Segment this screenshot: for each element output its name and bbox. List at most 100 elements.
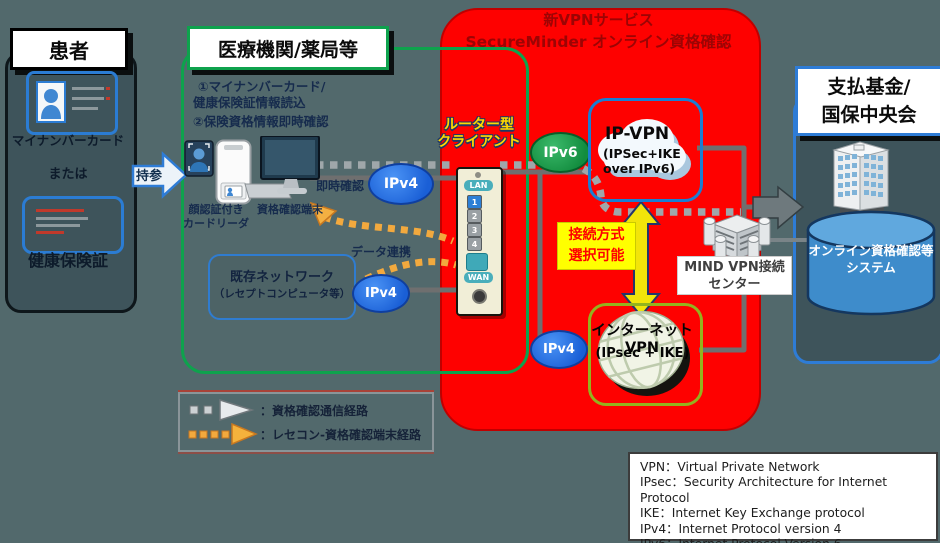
glossary-line: IPsec：Security Architecture for Internet… <box>640 475 888 505</box>
person-icon <box>41 89 61 119</box>
payer-title-line1: 支払基金/ <box>827 76 911 98</box>
carry-arrow <box>131 151 188 199</box>
router-lan-chip: LAN <box>464 180 493 191</box>
router-port-2: 2 <box>467 209 482 223</box>
gray-dashed-arrow-icon <box>189 398 255 422</box>
connection-choice-box: 接続方式 選択可能 <box>557 222 636 270</box>
or-text: または <box>48 166 88 182</box>
ipv4-chip-terminal: IPv4 <box>368 163 434 205</box>
glossary-line: VPN：Virtual Private Network <box>640 460 820 474</box>
datalink-label: データ連携 <box>351 245 412 259</box>
insurance-card-label: 健康保険証 <box>5 249 131 270</box>
router-button <box>472 289 487 304</box>
card-line <box>72 97 104 100</box>
ipv4-text: IPv4 <box>365 286 397 301</box>
legend-row2-text: ：レセコン-資格確認端末経路 <box>260 427 421 442</box>
ipv4-text: IPv4 <box>543 342 575 357</box>
step2-line: ②保険資格情報即時確認 <box>193 114 329 129</box>
router-label-line1: ルーター型 <box>444 117 514 133</box>
payer-title-box: 支払基金/ 国保中央会 <box>795 66 940 136</box>
legend-row1-text: ：資格確認通信経路 <box>260 403 369 418</box>
terminal-label-text: 資格確認端末 <box>257 202 323 216</box>
carry-text: 持参 <box>136 169 163 184</box>
online-system-label2: システム <box>806 259 936 275</box>
router-wan-chip: WAN <box>464 272 493 283</box>
card-line <box>36 217 88 220</box>
card-line-red <box>36 209 84 212</box>
inetvpn-title-text: インターネットVPN <box>591 322 693 356</box>
router-device: LAN 1 2 3 4 WAN <box>456 167 503 316</box>
existing-net1-text: 既存ネットワーク <box>229 269 334 285</box>
ipv4-chip-inetvpn: IPv4 <box>530 330 588 369</box>
glossary-box: VPN：Virtual Private Network IPsec：Securi… <box>628 452 938 543</box>
mynumber-card-icon <box>26 71 118 135</box>
patient-title-box: 患者 <box>10 28 128 70</box>
router-led <box>475 172 481 178</box>
existing-net-line2: （レセプトコンピュータ等） <box>210 286 354 300</box>
mynumber-card-label: マイナンバーカード <box>6 131 130 148</box>
service-title-line2: SecureMinder オンライン資格確認 <box>465 33 732 51</box>
inetvpn-sub: (IPsec + IKE) <box>588 346 697 361</box>
step1-line2: 健康保険証情報読込 <box>193 95 306 110</box>
orange-dotted-arrow-icon <box>188 422 258 446</box>
online-system-text1: オンライン資格確認等 <box>808 243 934 258</box>
existing-net2-text: （レセプトコンピュータ等） <box>213 287 351 300</box>
mind-label-line2: センター <box>708 276 761 292</box>
ipvpn-sub2: over IPv6) <box>603 161 676 176</box>
dotted-path-terminal-router <box>322 213 455 245</box>
ipv4-text: IPv4 <box>383 176 419 192</box>
ipv6-text: IPv6 <box>543 144 578 161</box>
lan-text: LAN <box>469 181 488 190</box>
instant-check-label: 即時確認 <box>316 179 365 193</box>
router-wan-port-icon <box>466 253 488 271</box>
dotted-path-arrowhead <box>309 201 338 227</box>
legend-box: ：資格確認通信経路 ：レセコン-資格確認端末経路 <box>178 392 434 452</box>
service-title-line1: 新VPNサービス <box>543 11 654 29</box>
or-label: または <box>6 164 130 182</box>
insurance-card-text: 健康保険証 <box>27 251 108 270</box>
router-client-label: ルーター型 クライアント <box>437 117 521 151</box>
patient-title: 患者 <box>49 38 89 63</box>
glossary-line: IPv4：Internet Protocol version 4 <box>640 521 842 536</box>
mind-label-line1: MIND VPN接続 <box>684 259 785 275</box>
wan-text: WAN <box>467 273 490 282</box>
mynumber-card-text: マイナンバーカード <box>11 132 125 148</box>
medical-title-box: 医療機関/薬局等 <box>187 26 389 70</box>
payer-title-line2: 国保中央会 <box>821 104 917 126</box>
existing-network-box: 既存ネットワーク （レセプトコンピュータ等） <box>208 254 356 320</box>
card-line <box>36 224 80 227</box>
card-reader-device-icon <box>215 139 252 209</box>
reader-label2-text: カードリーダ <box>183 216 249 230</box>
mind-center-label: MIND VPN接続 センター <box>677 256 792 295</box>
choice-line1: 接続方式 <box>568 227 625 243</box>
legend-row2: ：レセコン-資格確認端末経路 <box>188 422 421 446</box>
card-line <box>72 107 98 110</box>
reader-label-line2: カードリーダ <box>178 216 254 230</box>
online-system-text2: システム <box>846 260 896 275</box>
choice-line2: 選択可能 <box>568 248 625 264</box>
carry-label: 持参 <box>136 165 166 184</box>
glossary-line: IKE：Internet Key Exchange protocol <box>640 506 865 521</box>
inetvpn-title: インターネットVPN <box>580 323 704 356</box>
ipv4-chip-existingnet: IPv4 <box>352 274 410 313</box>
inetvpn-sub-text: (IPsec + IKE) <box>595 346 690 361</box>
insurance-card-icon <box>22 196 124 254</box>
card-line-red <box>106 87 110 90</box>
ipv6-chip: IPv6 <box>530 132 591 173</box>
online-system-db-icon <box>804 208 938 322</box>
service-title: 新VPNサービス SecureMinder オンライン資格確認 <box>440 9 757 52</box>
card-line <box>72 87 104 90</box>
router-port-1: 1 <box>467 195 482 209</box>
reader-label-line1: 顔認証付き <box>178 202 254 216</box>
card-line-red <box>36 231 64 234</box>
reader-label1-text: 顔認証付き <box>188 202 244 216</box>
terminal-monitor-icon <box>243 135 321 204</box>
terminal-label: 資格確認端末 <box>248 202 332 216</box>
card-photo-frame <box>36 81 66 123</box>
legend-row1: ：資格確認通信経路 <box>188 398 369 422</box>
payer-building-icon <box>828 136 894 220</box>
face-reader-icon <box>184 140 214 181</box>
ipvpn-cloud-icon <box>592 110 693 196</box>
existing-net-line1: 既存ネットワーク <box>210 267 354 285</box>
